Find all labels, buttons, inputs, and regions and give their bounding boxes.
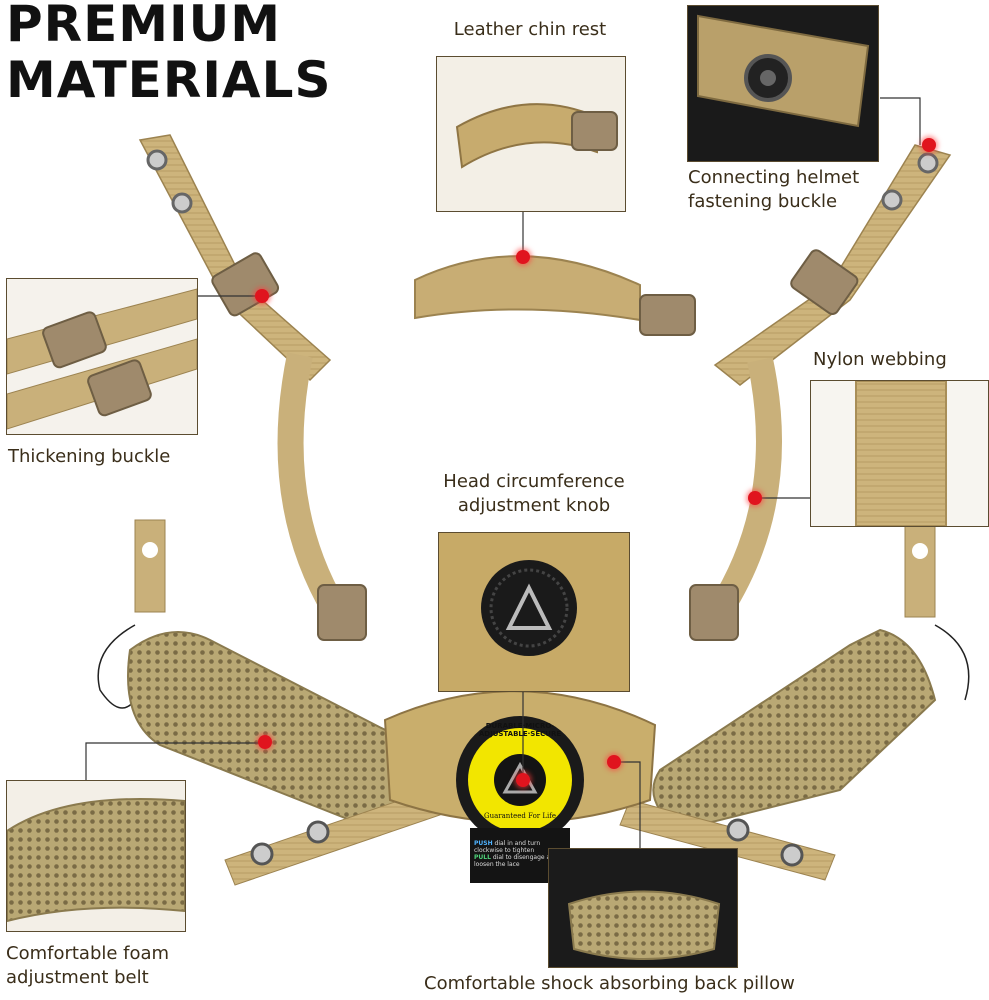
label-connecting-buckle: Connecting helmet fastening buckle	[688, 166, 859, 214]
label-connecting-buckle-line-1: Connecting helmet	[688, 167, 860, 188]
strap-top-right	[713, 144, 952, 386]
label-adjustment-knob-line-2: adjustment knob	[457, 495, 611, 516]
label-connecting-buckle-line-2: fastening buckle	[688, 191, 838, 212]
inset-connecting-buckle	[687, 5, 879, 162]
label-nylon-webbing: Nylon webbing	[813, 349, 947, 370]
inset-adjustment-knob	[438, 532, 630, 692]
label-thickening-buckle: Thickening buckle	[8, 446, 171, 467]
knob-bottom-text: Guaranteed For Life	[484, 812, 556, 820]
label-foam-belt-line-1: Comfortable foam	[6, 943, 170, 964]
label-foam-belt-line-2: adjustment belt	[6, 967, 149, 988]
label-chin-rest: Leather chin rest	[453, 19, 607, 40]
knob-push-text: dial in and turn clockwise to tighten	[474, 840, 541, 854]
marker-knob	[516, 773, 530, 787]
foam-pad-right	[652, 628, 937, 832]
knob-pull-text: dial to disengage and loosen the lace	[474, 854, 558, 868]
headline-line-2: MATERIALS	[6, 51, 332, 109]
marker-chin-rest	[516, 250, 530, 264]
headline: PREMIUM MATERIALS	[6, 0, 332, 108]
knob-instructions: PUSH dial in and turn clockwise to tight…	[474, 840, 568, 868]
knob-pull-label: PULL	[474, 854, 491, 861]
inset-chin-rest	[436, 56, 626, 212]
label-adjustment-knob: Head circumference adjustment knob	[412, 470, 656, 518]
headline-line-1: PREMIUM	[6, 0, 282, 53]
marker-back-pillow	[607, 755, 621, 769]
knob-push-row: PUSH dial in and turn clockwise to tight…	[474, 840, 568, 854]
marker-connecting-buckle	[922, 138, 936, 152]
knob-push-label: PUSH	[474, 840, 493, 847]
marker-nylon-webbing	[748, 491, 762, 505]
strap-top-left	[138, 134, 332, 382]
marker-foam-belt	[258, 735, 272, 749]
label-foam-belt: Comfortable foam adjustment belt	[6, 942, 169, 990]
chin-rest	[414, 255, 696, 336]
inset-thickening-buckle	[6, 278, 198, 435]
inset-back-pillow	[548, 848, 738, 968]
inset-foam-belt	[6, 780, 186, 932]
label-back-pillow: Comfortable shock absorbing back pillow	[424, 973, 795, 994]
knob-ring-text: DURABLE·MICRO-ADJUSTABLE·SECURE	[478, 722, 562, 738]
label-adjustment-knob-line-1: Head circumference	[443, 471, 625, 492]
knob-pull-row: PULL dial to disengage and loosen the la…	[474, 854, 568, 868]
marker-thickening-buckle	[255, 289, 269, 303]
inset-nylon-webbing	[810, 380, 989, 527]
